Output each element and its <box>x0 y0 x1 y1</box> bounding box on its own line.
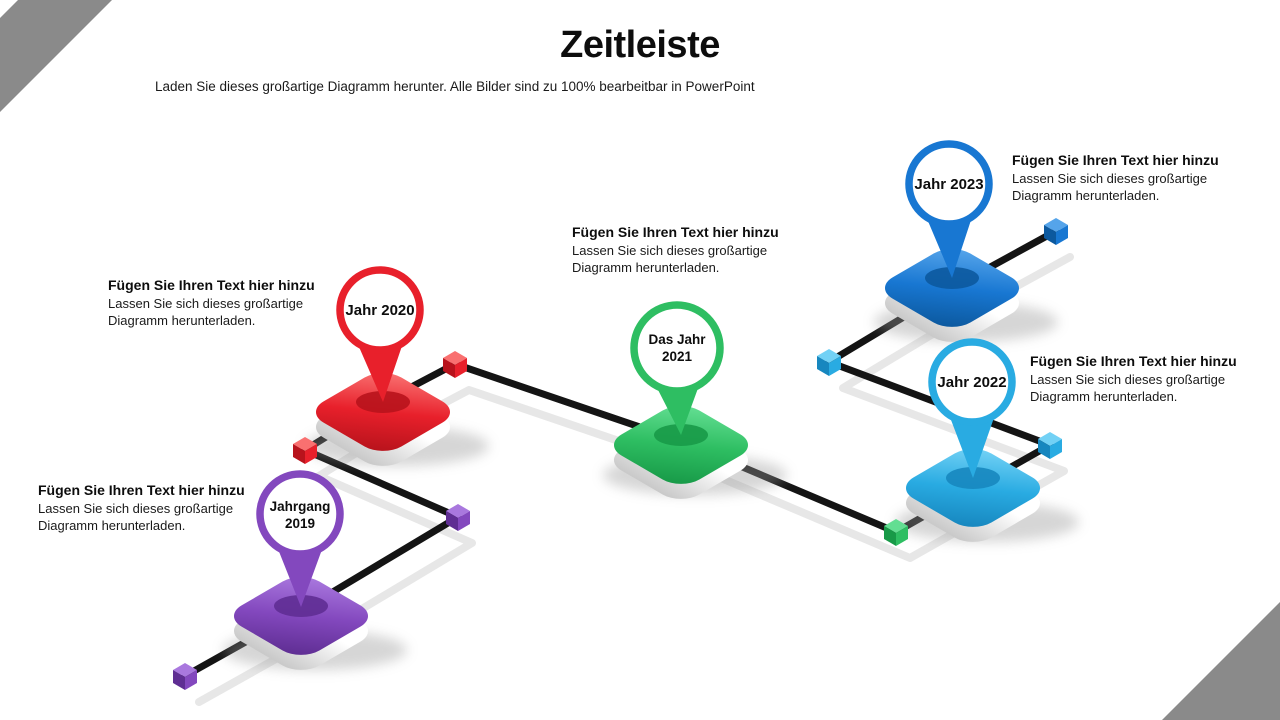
pin-label: Jahr 2023 <box>914 176 983 193</box>
map-pin-icon-2021: Das Jahr 2021 <box>630 301 724 435</box>
note-2020: Fügen Sie Ihren Text hier hinzu Lassen S… <box>108 277 323 329</box>
pin-label: Das Jahr <box>648 332 706 347</box>
note-heading: Fügen Sie Ihren Text hier hinzu <box>38 482 245 498</box>
pin-label: 2019 <box>285 516 315 531</box>
pin-tail <box>356 340 404 402</box>
map-pin-icon-2023: Jahr 2023 <box>905 140 993 278</box>
pin-circle <box>336 266 424 354</box>
corner-ribbon-top-left <box>0 0 112 112</box>
note-heading: Fügen Sie Ihren Text hier hinzu <box>572 224 779 240</box>
pin-tail <box>925 214 973 278</box>
note-heading: Fügen Sie Ihren Text hier hinzu <box>1012 152 1219 168</box>
pin-circle <box>256 470 344 558</box>
connector-cube-green-junction <box>884 519 908 546</box>
note-body: Lassen Sie sich dieses großartige Diagra… <box>38 501 234 533</box>
connector-cube-cyan-junction <box>817 349 841 376</box>
map-pin-icon-2019: Jahrgang 2019 <box>256 470 344 607</box>
corner-ribbon-bottom-right <box>1162 602 1280 720</box>
connector-cube-red-right <box>443 351 467 378</box>
connector-cube-cyan-corner <box>1038 432 1062 459</box>
connector-cube-end <box>1044 218 1068 245</box>
platform-2020 <box>305 366 489 473</box>
map-pin-icon-2022: Jahr 2022 <box>928 338 1016 478</box>
note-2023: Fügen Sie Ihren Text hier hinzu Lassen S… <box>1012 152 1227 204</box>
pin-tail <box>948 412 996 478</box>
map-pin-icon-2020: Jahr 2020 <box>336 266 424 402</box>
pin-circle <box>928 338 1016 426</box>
slide-subtitle: Laden Sie dieses großartige Diagramm her… <box>155 79 755 94</box>
pin-label: Jahrgang <box>270 499 331 514</box>
pin-label: 2021 <box>662 349 693 364</box>
note-2021: Fügen Sie Ihren Text hier hinzu Lassen S… <box>572 224 787 276</box>
platform-2022 <box>895 442 1079 549</box>
pin-label: Jahr 2022 <box>937 374 1006 391</box>
pin-circle <box>630 301 724 395</box>
note-2019: Fügen Sie Ihren Text hier hinzu Lassen S… <box>38 482 253 534</box>
connector-cube-start <box>173 663 197 690</box>
timeline-road <box>181 227 1060 680</box>
note-body: Lassen Sie sich dieses großartige Diagra… <box>108 296 304 328</box>
note-body: Lassen Sie sich dieses großartige Diagra… <box>572 243 768 275</box>
note-2022: Fügen Sie Ihren Text hier hinzu Lassen S… <box>1030 353 1245 405</box>
note-body: Lassen Sie sich dieses großartige Diagra… <box>1012 171 1208 203</box>
note-body: Lassen Sie sich dieses großartige Diagra… <box>1030 372 1226 404</box>
note-heading: Fügen Sie Ihren Text hier hinzu <box>108 277 315 293</box>
platform-2019 <box>223 570 407 677</box>
pin-circle <box>905 140 993 228</box>
pin-tail <box>653 380 701 435</box>
note-heading: Fügen Sie Ihren Text hier hinzu <box>1030 353 1237 369</box>
pin-label: Jahr 2020 <box>345 302 414 319</box>
platform-2023 <box>874 242 1058 349</box>
page-title: Zeitleiste <box>560 24 720 66</box>
platform-2021 <box>603 399 787 506</box>
connector-cube-red-left <box>293 437 317 464</box>
pin-tail <box>276 544 324 607</box>
connector-cube-purple-junction <box>446 504 470 531</box>
